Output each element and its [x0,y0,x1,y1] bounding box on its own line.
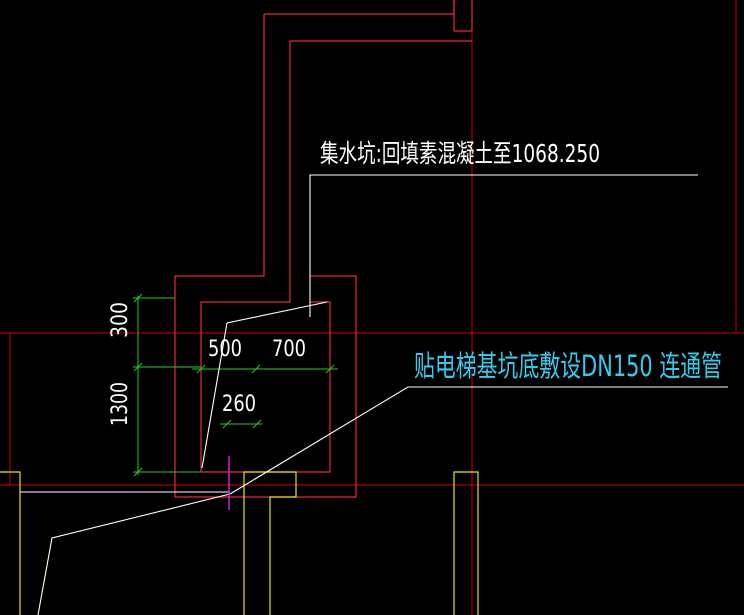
leader-lines [20,174,728,615]
sump-note-leader [309,174,698,317]
dim-label-1300: 1300 [108,382,133,426]
dim-label-700: 700 [272,337,306,362]
connecting-pipe-diagonal [37,493,231,615]
dim-h-tick-1 [196,364,206,374]
wall-left [0,471,21,615]
pit-outer-left [174,14,357,498]
dim-label-300: 300 [108,302,133,338]
dim-tick-mid [133,362,143,372]
dim-tick-bottom [133,467,143,477]
dim-offset-tick-2 [252,419,262,429]
wall-outlines [0,471,479,615]
dim-label-500: 500 [208,337,242,362]
sump-note-text: 集水坑:回填素混凝土至1068.250 [320,139,600,168]
sump-pit-outline [174,0,473,498]
dim-offset-tick-1 [222,419,232,429]
dim-h-tick-3 [325,364,335,374]
wall-center [243,471,297,615]
wall-right [453,471,479,615]
dim-label-260: 260 [222,392,256,417]
dim-h-tick-2 [251,364,261,374]
dim-tick-top [133,293,143,303]
pipe-note-text: 贴电梯基坑底敷设DN150 连通管 [414,349,722,383]
dimension-lines [133,293,338,477]
pipe-note-leader [229,386,728,495]
sump-slope-line [201,301,328,469]
